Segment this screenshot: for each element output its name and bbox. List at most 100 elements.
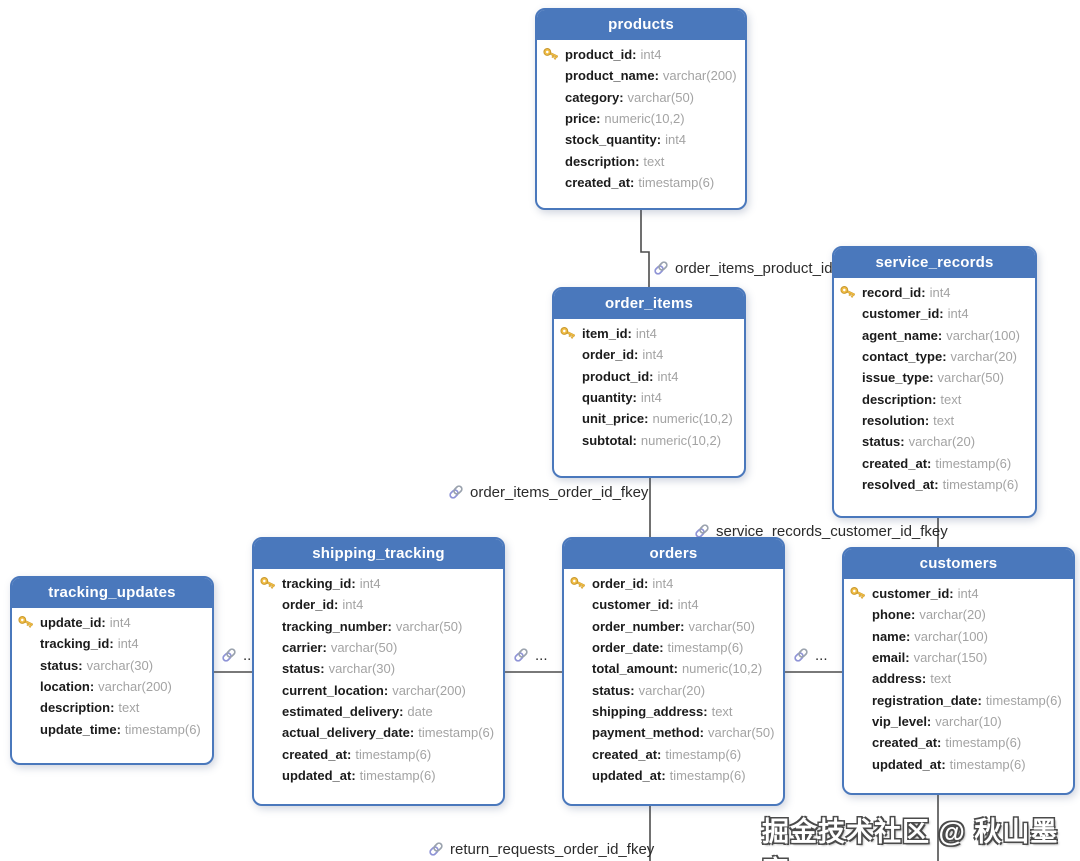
- field-row[interactable]: created_at:timestamp(6): [537, 172, 745, 193]
- field-row[interactable]: product_name:varchar(200): [537, 65, 745, 86]
- link-icon: [653, 260, 669, 276]
- field-row[interactable]: description:text: [12, 697, 212, 718]
- field-row[interactable]: created_at:timestamp(6): [834, 452, 1035, 473]
- relationship-label-order-items-order-id-fkey[interactable]: order_items_order_id_fkey: [448, 482, 648, 502]
- field-row[interactable]: order_id:int4: [564, 573, 783, 594]
- field-row[interactable]: contact_type:varchar(20): [834, 346, 1035, 367]
- relationship-label-shipping-orders-truncated[interactable]: ...: [513, 645, 548, 665]
- field-row[interactable]: address:text: [844, 668, 1073, 689]
- table-title-order-items[interactable]: order_items: [554, 289, 744, 319]
- field-name: unit_price:: [582, 411, 649, 427]
- table-title-shipping-tracking[interactable]: shipping_tracking: [254, 539, 503, 569]
- field-row[interactable]: created_at:timestamp(6): [564, 743, 783, 764]
- field-type: int4: [635, 326, 657, 342]
- relationship-label-return-requests-order-id-fkey[interactable]: return_requests_order_id_fkey: [428, 839, 654, 859]
- relationship-label-order-items-product-id[interactable]: order_items_product_id: [653, 258, 833, 278]
- field-row[interactable]: phone:varchar(20): [844, 604, 1073, 625]
- table-title-service-records[interactable]: service_records: [834, 248, 1035, 278]
- field-type: numeric(10,2): [640, 432, 722, 448]
- table-title-customers[interactable]: customers: [844, 549, 1073, 579]
- field-row[interactable]: stock_quantity:int4: [537, 129, 745, 150]
- relationship-label-orders-customers-truncated[interactable]: ...: [793, 645, 828, 665]
- field-type: timestamp(6): [665, 746, 742, 762]
- field-row[interactable]: resolved_at:timestamp(6): [834, 474, 1035, 495]
- field-row[interactable]: updated_at:timestamp(6): [564, 765, 783, 786]
- field-row[interactable]: description:text: [537, 150, 745, 171]
- field-type: int4: [657, 368, 679, 384]
- field-row[interactable]: update_time:timestamp(6): [12, 718, 212, 739]
- field-row[interactable]: price:numeric(10,2): [537, 108, 745, 129]
- table-title-orders[interactable]: orders: [564, 539, 783, 569]
- field-row[interactable]: quantity:int4: [554, 387, 744, 408]
- link-icon: [514, 648, 528, 662]
- field-row[interactable]: resolution:text: [834, 410, 1035, 431]
- field-row[interactable]: product_id:int4: [554, 366, 744, 387]
- field-row[interactable]: total_amount:numeric(10,2): [564, 658, 783, 679]
- field-row[interactable]: order_date:timestamp(6): [564, 637, 783, 658]
- field-row[interactable]: order_number:varchar(50): [564, 616, 783, 637]
- field-row[interactable]: payment_method:varchar(50): [564, 722, 783, 743]
- field-row[interactable]: actual_delivery_date:timestamp(6): [254, 722, 503, 743]
- field-row[interactable]: name:varchar(100): [844, 626, 1073, 647]
- field-type: varchar(200): [392, 682, 466, 698]
- table-title-tracking-updates[interactable]: tracking_updates: [12, 578, 212, 608]
- field-row[interactable]: customer_id:int4: [564, 594, 783, 615]
- field-row[interactable]: category:varchar(50): [537, 87, 745, 108]
- field-type: int4: [640, 47, 662, 63]
- field-type: varchar(50): [688, 618, 755, 634]
- field-row[interactable]: created_at:timestamp(6): [254, 743, 503, 764]
- field-row[interactable]: unit_price:numeric(10,2): [554, 408, 744, 429]
- field-row[interactable]: status:varchar(20): [564, 679, 783, 700]
- field-row[interactable]: status:varchar(20): [834, 431, 1035, 452]
- field-row[interactable]: order_id:int4: [554, 344, 744, 365]
- field-type: varchar(50): [627, 89, 694, 105]
- field-type: varchar(50): [937, 370, 1005, 386]
- field-name: order_id:: [592, 576, 649, 592]
- primary-key-icon: [18, 615, 33, 628]
- field-type: numeric(10,2): [652, 411, 733, 427]
- field-row[interactable]: record_id:int4: [834, 282, 1035, 303]
- field-row[interactable]: customer_id:int4: [834, 303, 1035, 324]
- table-title-products[interactable]: products: [537, 10, 745, 40]
- field-row[interactable]: tracking_id:int4: [254, 573, 503, 594]
- field-row[interactable]: tracking_number:varchar(50): [254, 616, 503, 637]
- field-type: int4: [947, 306, 969, 322]
- field-row[interactable]: agent_name:varchar(100): [834, 325, 1035, 346]
- field-row[interactable]: shipping_address:text: [564, 701, 783, 722]
- field-row[interactable]: product_id:int4: [537, 44, 745, 65]
- field-row[interactable]: update_id:int4: [12, 612, 212, 633]
- field-type: varchar(30): [86, 657, 154, 673]
- field-name: item_id:: [582, 326, 632, 342]
- field-name: agent_name:: [862, 327, 943, 343]
- field-row[interactable]: registration_date:timestamp(6): [844, 689, 1073, 710]
- field-row[interactable]: email:varchar(150): [844, 647, 1073, 668]
- field-row[interactable]: customer_id:int4: [844, 583, 1073, 604]
- field-row[interactable]: updated_at:timestamp(6): [844, 753, 1073, 774]
- field-row[interactable]: status:varchar(30): [254, 658, 503, 679]
- field-row[interactable]: estimated_delivery:date: [254, 701, 503, 722]
- relationship-label-tracking-updates-truncated[interactable]: ..: [221, 645, 251, 665]
- field-type: timestamp(6): [945, 735, 1022, 751]
- field-name: record_id:: [862, 285, 926, 301]
- field-row[interactable]: order_id:int4: [254, 594, 503, 615]
- field-row[interactable]: description:text: [834, 388, 1035, 409]
- field-row[interactable]: updated_at:timestamp(6): [254, 765, 503, 786]
- field-row[interactable]: carrier:varchar(50): [254, 637, 503, 658]
- field-row[interactable]: current_location:varchar(200): [254, 679, 503, 700]
- field-row[interactable]: item_id:int4: [554, 323, 744, 344]
- relationship-label-service-records-customer-id-fkey[interactable]: service_records_customer_id_fkey: [694, 521, 948, 541]
- field-row[interactable]: issue_type:varchar(50): [834, 367, 1035, 388]
- field-row[interactable]: created_at:timestamp(6): [844, 732, 1073, 753]
- field-row[interactable]: subtotal:numeric(10,2): [554, 429, 744, 450]
- field-row[interactable]: tracking_id:int4: [12, 633, 212, 654]
- field-row[interactable]: status:varchar(30): [12, 655, 212, 676]
- field-row[interactable]: vip_level:varchar(10): [844, 711, 1073, 732]
- field-row[interactable]: location:varchar(200): [12, 676, 212, 697]
